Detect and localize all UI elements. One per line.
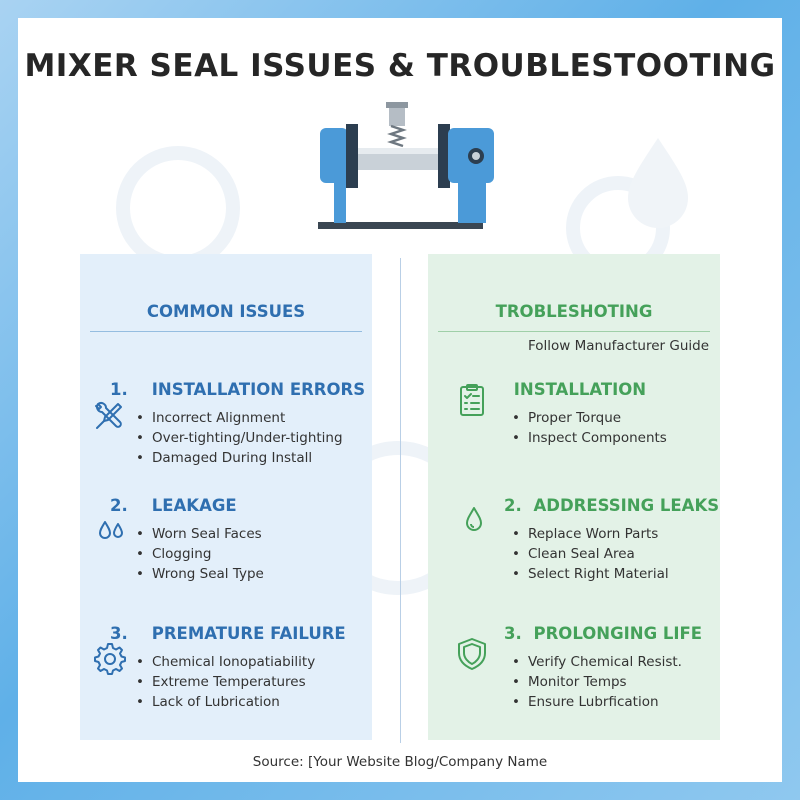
list-item: Select Right Material xyxy=(512,564,669,584)
panel-divider-line xyxy=(90,331,362,332)
section-heading: LEAKAGE xyxy=(151,496,237,515)
list-item: Damaged During Install xyxy=(136,448,343,468)
list-item: Proper Torque xyxy=(512,408,667,428)
section-number: 1. xyxy=(110,380,128,399)
clipboard-checklist-icon xyxy=(460,384,484,416)
panel-divider-line xyxy=(438,331,710,332)
section-number: 2. xyxy=(504,496,522,515)
mixer-seal-illustration-icon xyxy=(318,102,494,229)
section-heading: PROLONGING LIFE xyxy=(533,624,703,643)
list-item: Extreme Temperatures xyxy=(136,672,315,692)
section-number: 3. xyxy=(504,624,522,643)
list-item: Worn Seal Faces xyxy=(136,524,264,544)
list-item: Clogging xyxy=(136,544,264,564)
section-heading: ADDRESSING LEAKS xyxy=(533,496,720,515)
list-item: Ensure Lubrfication xyxy=(512,692,682,712)
list-item: Clean Seal Area xyxy=(512,544,669,564)
list-item: Lack of Lubrication xyxy=(136,692,315,712)
common-issues-panel: COMMON ISSUES 1. INSTALLATION ERRORS Inc… xyxy=(80,254,372,740)
troubleshooting-heading: TROBLESHOTING xyxy=(495,302,653,321)
bullet-list: Worn Seal Faces Clogging Wrong Seal Type xyxy=(136,524,264,584)
bullet-list: Incorrect Alignment Over-tighting/Under-… xyxy=(136,408,343,468)
panel-subtitle: Follow Manufacturer Guide xyxy=(528,338,710,354)
shield-icon xyxy=(458,638,486,670)
page-title: MIXER SEAL ISSUES & TROUBLESTOOTING xyxy=(24,48,776,84)
gear-icon xyxy=(94,643,126,675)
wrench-screwdriver-icon xyxy=(95,402,122,429)
list-item: Verify Chemical Resist. xyxy=(512,652,682,672)
bullet-list: Proper Torque Inspect Components xyxy=(512,408,667,448)
list-item: Inspect Components xyxy=(512,428,667,448)
section-heading: PREMATURE FAILURE xyxy=(151,624,346,643)
bullet-list: Verify Chemical Resist. Monitor Temps En… xyxy=(512,652,682,712)
section-number: 2. xyxy=(110,496,128,515)
bullet-list: Replace Worn Parts Clean Seal Area Selec… xyxy=(512,524,669,584)
section-heading: INSTALLATION ERRORS xyxy=(151,380,366,399)
list-item: Replace Worn Parts xyxy=(512,524,669,544)
source-credit: Source: [Your Website Blog/Company Name xyxy=(252,754,548,770)
list-item: Wrong Seal Type xyxy=(136,564,264,584)
infographic-card: MIXER SEAL ISSUES & TROUBLESTOOTING COMM… xyxy=(18,18,782,782)
column-divider xyxy=(400,258,401,743)
section-number: 3. xyxy=(110,624,128,643)
droplet-icon xyxy=(466,507,482,531)
bullet-list: Chemical Ionopatiability Extreme Tempera… xyxy=(136,652,315,712)
section-heading: INSTALLATION xyxy=(513,380,647,399)
droplets-icon xyxy=(99,521,123,539)
list-item: Over-tighting/Under-tighting xyxy=(136,428,343,448)
list-item: Incorrect Alignment xyxy=(136,408,343,428)
list-item: Monitor Temps xyxy=(512,672,682,692)
troubleshooting-panel: TROBLESHOTING Follow Manufacturer Guide … xyxy=(428,254,720,740)
common-issues-heading: COMMON ISSUES xyxy=(146,302,306,321)
list-item: Chemical Ionopatiability xyxy=(136,652,315,672)
